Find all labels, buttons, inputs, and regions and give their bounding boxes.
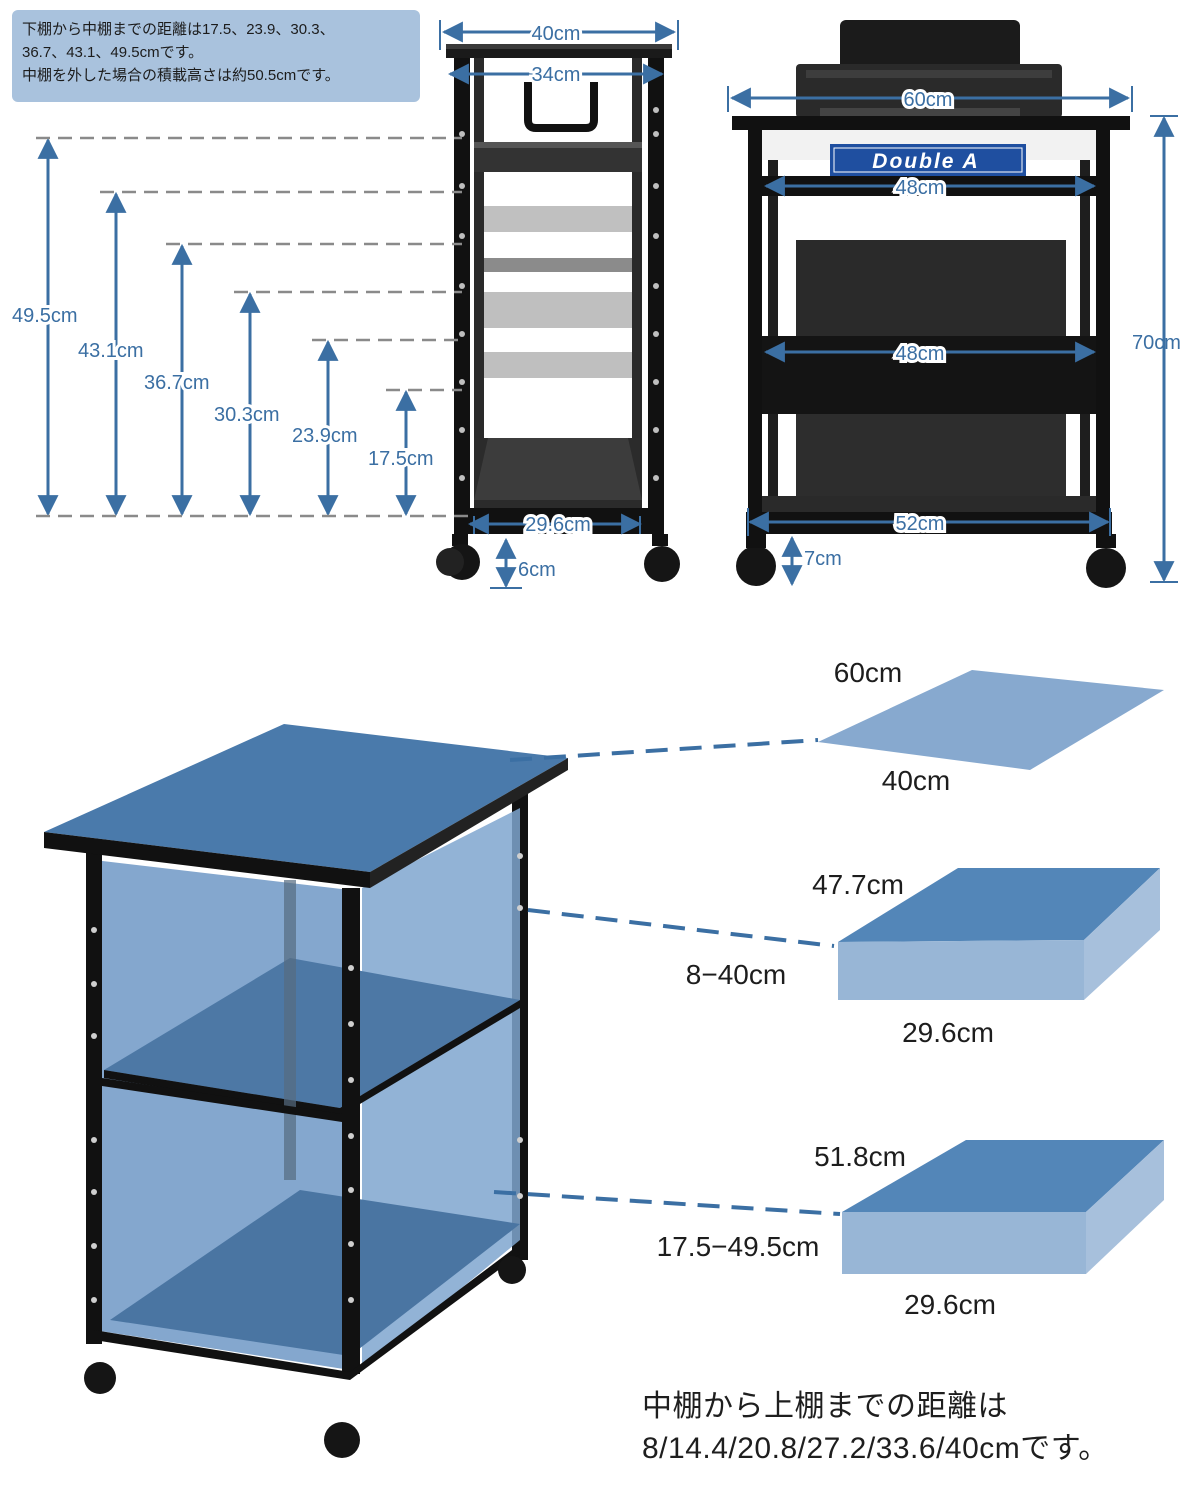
lower-shelf-height-label: 17.5−49.5cm: [657, 1231, 820, 1262]
perspective-cart: [44, 724, 568, 1458]
note-line-2: 36.7、43.1、49.5cmです。: [22, 44, 204, 61]
top-shelf-width-label: 60cm: [834, 657, 902, 688]
side-view-dimensions: [37, 20, 679, 589]
lower-shelf-depth-label: 29.6cm: [904, 1289, 996, 1320]
middle-shelf-width-label: 47.7cm: [812, 869, 904, 900]
front-total-height-label: 70cm: [1132, 332, 1181, 354]
height-label-17-5: 17.5cm: [368, 448, 434, 470]
shelf-distance-note: 下棚から中棚までの距離は17.5、23.9、30.3、 36.7、43.1、49…: [12, 10, 420, 102]
lower-shelf-width-label: 51.8cm: [814, 1141, 906, 1172]
upper-distance-caption: 中棚から上棚までの距離は 8/14.4/20.8/27.2/33.6/40cmで…: [642, 1386, 1192, 1470]
top-shelf-board-shape: [818, 670, 1164, 770]
side-top-width-label: 40cm: [532, 23, 581, 45]
height-label-30-3: 30.3cm: [214, 404, 280, 426]
front-caster-height-label: 7cm: [804, 548, 842, 570]
side-base-width-label: 29.6cm: [525, 514, 591, 536]
height-guide-lines: [36, 136, 468, 518]
lower-shelf-box: [842, 1140, 1164, 1274]
front-view-dimensions: [727, 86, 1178, 587]
caption-line-1: 中棚から上棚までの距離は: [642, 1390, 1008, 1423]
height-label-36-7: 36.7cm: [144, 372, 210, 394]
double-a-logo-text: Double A: [872, 150, 979, 173]
side-inner-width-label: 34cm: [532, 64, 581, 86]
front-upper-width-label: 48cm: [896, 177, 945, 199]
front-middle-width-label: 48cm: [896, 343, 945, 365]
top-shelf-depth-label: 40cm: [882, 765, 950, 796]
middle-shelf-depth-label: 29.6cm: [902, 1017, 994, 1048]
height-label-49-5: 49.5cm: [12, 305, 78, 327]
caption-line-2: 8/14.4/20.8/27.2/33.6/40cmです。: [642, 1432, 1109, 1465]
height-label-23-9: 23.9cm: [292, 425, 358, 447]
paper-ream-logo: Double A: [830, 144, 1026, 176]
middle-shelf-box: [838, 868, 1160, 1000]
note-line-1: 下棚から中棚までの距離は17.5、23.9、30.3、: [22, 21, 335, 38]
side-view-cart: [436, 44, 680, 582]
front-base-width-label: 52cm: [896, 513, 945, 535]
shelf-connector-lines: [493, 738, 841, 1216]
side-caster-height-label: 6cm: [518, 559, 556, 581]
note-line-3: 中棚を外した場合の積載高さは約50.5cmです。: [22, 67, 340, 84]
height-label-43-1: 43.1cm: [78, 340, 144, 362]
front-top-width-label: 60cm: [904, 89, 953, 111]
middle-shelf-height-label: 8−40cm: [686, 959, 786, 990]
